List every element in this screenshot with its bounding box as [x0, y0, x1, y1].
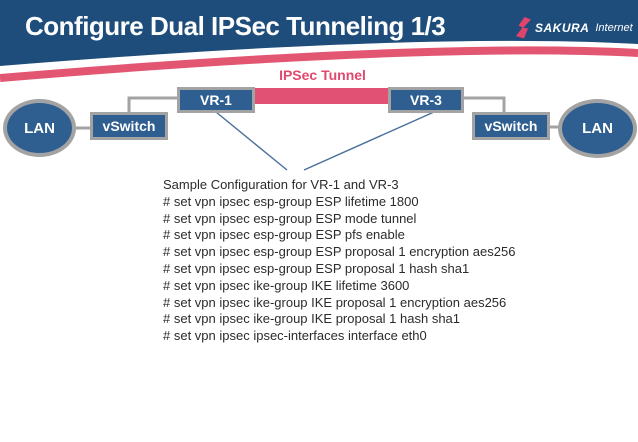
config-heading: Sample Configuration for VR-1 and VR-3	[163, 177, 399, 192]
config-line: # set vpn ipsec esp-group ESP pfs enable	[163, 227, 405, 243]
config-line: # set vpn ipsec esp-group ESP proposal 1…	[163, 244, 516, 260]
config-line: # set vpn ipsec esp-group ESP lifetime 1…	[163, 193, 419, 209]
config-line: # set vpn ipsec esp-group ESP mode tunne…	[163, 210, 417, 226]
config-line: # set vpn ipsec ike-group IKE proposal 1…	[163, 311, 461, 327]
logo-brand-suffix: Internet	[595, 22, 633, 34]
ipsec-tunnel-label: IPSec Tunnel	[279, 67, 366, 83]
callout-line-vr3	[303, 111, 435, 171]
ipsec-tunnel-bar	[253, 88, 390, 104]
slide-title: Configure Dual IPSec Tunneling 1/3	[25, 11, 446, 41]
node-vswitch-right: vSwitch	[472, 112, 550, 140]
sakura-logo: SAKURA Internet	[516, 15, 633, 41]
header-blue-shape	[0, 0, 638, 66]
node-vr1: VR-1	[177, 87, 255, 113]
config-line: # set vpn ipsec esp-group ESP proposal 1…	[163, 260, 470, 276]
node-vswitch-left: vSwitch	[90, 112, 168, 140]
node-lan-right: LAN	[558, 99, 637, 158]
sakura-logo-icon	[516, 17, 531, 39]
config-line: # set vpn ipsec ipsec-interfaces interfa…	[163, 328, 427, 344]
config-line: # set vpn ipsec ike-group IKE proposal 1…	[163, 294, 507, 310]
node-lan-left: LAN	[3, 99, 76, 157]
sample-config-block: Sample Configuration for VR-1 and VR-3 #…	[163, 177, 515, 345]
node-vr3: VR-3	[388, 87, 464, 113]
config-line: # set vpn ipsec ike-group IKE lifetime 3…	[163, 277, 410, 293]
logo-brand-text: SAKURA	[535, 21, 590, 35]
callout-line-vr1	[215, 111, 288, 171]
swoosh-divider	[0, 46, 638, 82]
header-band	[0, 0, 638, 82]
